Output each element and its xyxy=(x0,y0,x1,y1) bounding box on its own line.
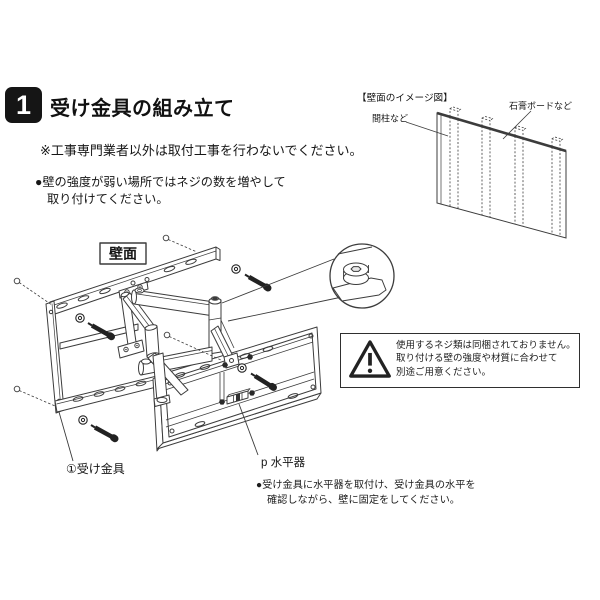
warning-line3: 別途ご用意ください。 xyxy=(396,366,492,378)
level-instruction-note: ●受け金具に水平器を取付け、受け金具の水平を 確認しながら、壁に固定をしてくださ… xyxy=(256,479,476,508)
screw-top-right xyxy=(231,264,272,292)
warning-line1: 使用するネジ類は同梱されておりません。 xyxy=(396,340,576,351)
level-tool xyxy=(226,388,251,405)
board-label-leader xyxy=(502,110,532,140)
wall-image-caption: 【壁面のイメージ図】 xyxy=(357,92,453,104)
screw-position-markers xyxy=(13,234,222,407)
warning-line2: 取り付ける壁の強度や材質に合わせて xyxy=(396,353,558,365)
level-label-leader xyxy=(238,403,259,456)
level-part-label: p 水平器 xyxy=(261,456,306,469)
screw-front-plate xyxy=(237,363,277,391)
wall-image-diagram: 【壁面のイメージ図】 間柱など 石膏ボードなど xyxy=(357,92,572,239)
wall-plate xyxy=(45,246,221,414)
gypsum-board xyxy=(436,111,567,239)
board-label: 石膏ボードなど xyxy=(509,100,572,111)
bracket-part-label: ①受け金具 xyxy=(66,461,125,476)
stud-label: 間柱など xyxy=(372,113,408,124)
wall-surface-label xyxy=(99,242,147,265)
level-instruction-line1: ●受け金具に水平器を取付け、受け金具の水平を xyxy=(256,480,476,491)
hex-screw-heads xyxy=(219,354,255,405)
level-instruction-line2: 確認しながら、壁に固定をしてください。 xyxy=(267,494,460,506)
page-title: 受け金具の組み立て xyxy=(50,98,235,120)
hex-socket-icon xyxy=(350,266,362,272)
wall-strength-note-line2: 取り付けてください。 xyxy=(47,192,169,206)
section-number: 1 xyxy=(15,89,32,120)
stud-label-leader xyxy=(405,121,449,137)
wall-surface-label-text: 壁面 xyxy=(109,246,137,262)
warning-text: 使用するネジ類は同梱されておりません。 取り付ける壁の強度や材質に合わせて 別途… xyxy=(396,339,576,379)
screw-bottom-left xyxy=(78,415,119,443)
bracket-assembly-diagram: 壁面 ①受け金具 p 水平器 xyxy=(13,234,395,476)
wall-studs xyxy=(449,106,564,237)
mounting-screws xyxy=(75,264,277,443)
joint-detail-callout xyxy=(221,243,395,322)
bracket-label-leader xyxy=(58,411,74,462)
warning-box: 使用するネジ類は同梱されておりません。 取り付ける壁の強度や材質に合わせて 別途… xyxy=(340,333,580,388)
screw-mid-left xyxy=(75,313,115,341)
section-number-badge: 1 xyxy=(5,87,42,123)
warning-triangle-icon xyxy=(349,340,391,378)
wall-strength-note-line1: ●壁の強度が弱い場所ではネジの数を増やして xyxy=(35,175,286,189)
caution-note: ※工事専門業者以外は取付工事を行わないでください。 xyxy=(40,143,363,158)
articulating-arm xyxy=(117,281,240,407)
